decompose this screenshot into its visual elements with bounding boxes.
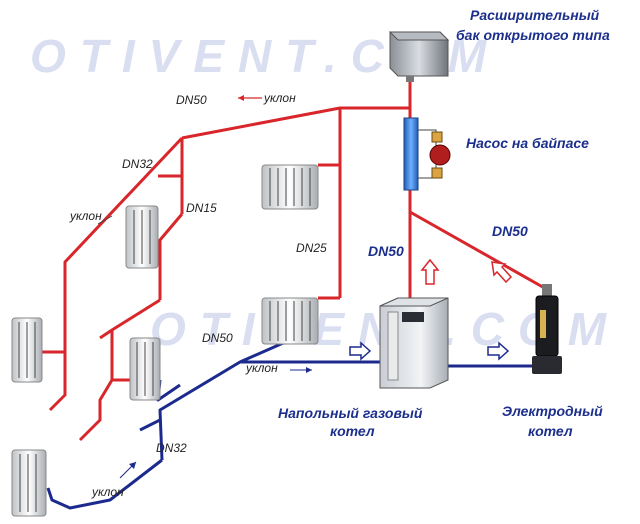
dn32-left-label: DN32 xyxy=(122,157,153,171)
radiator-lower-middle xyxy=(129,337,161,401)
electrode-boiler-label-line1: Электродный xyxy=(502,403,603,419)
return-pipes xyxy=(46,338,548,510)
gas-boiler-label-line2: котел xyxy=(330,423,375,439)
slope-top-label: уклон xyxy=(263,91,296,105)
radiator-bottom-right xyxy=(261,297,319,345)
arrow-right-return-electrode xyxy=(487,341,510,361)
gas-boiler xyxy=(379,297,449,389)
electrode-boiler-label-line2: котел xyxy=(528,423,573,439)
dn50-top-label: DN50 xyxy=(176,93,207,107)
slope-return-low-label: уклон xyxy=(91,485,124,499)
bypass-pump xyxy=(403,117,451,191)
expansion-tank-label-line1: Расширительный xyxy=(470,7,600,23)
arrow-slope-left xyxy=(97,215,113,225)
dn32-return-label: DN32 xyxy=(156,441,187,455)
arrow-up-branch xyxy=(491,261,513,284)
dn50-branch-label: DN50 xyxy=(492,223,528,239)
dn50-riser-label: DN50 xyxy=(368,243,404,259)
arrow-right-return-gas xyxy=(349,341,372,361)
flow-arrows xyxy=(97,95,513,479)
slope-return-mid-label: уклон xyxy=(245,361,278,375)
gas-boiler-label-line1: Напольный газовый xyxy=(278,405,423,421)
dn25-label: DN25 xyxy=(296,241,327,255)
dn50-return-label: DN50 xyxy=(202,331,233,345)
arrow-up-riser xyxy=(420,258,440,285)
radiator-lower-left xyxy=(11,449,47,517)
radiator-upper-middle xyxy=(125,205,159,269)
radiator-upper-left xyxy=(11,317,43,383)
expansion-tank xyxy=(388,31,450,82)
electrode-boiler xyxy=(532,284,562,374)
pump-bypass-label: Насос на байпасе xyxy=(466,135,589,151)
watermark-middle: OTIVENT.COM xyxy=(150,303,620,355)
slope-left-label: уклон xyxy=(69,209,102,223)
expansion-tank-label-line2: бак открытого типа xyxy=(456,27,610,43)
dn15-label: DN15 xyxy=(186,201,217,215)
radiator-top-right xyxy=(261,164,319,210)
supply-pipes xyxy=(42,80,549,442)
